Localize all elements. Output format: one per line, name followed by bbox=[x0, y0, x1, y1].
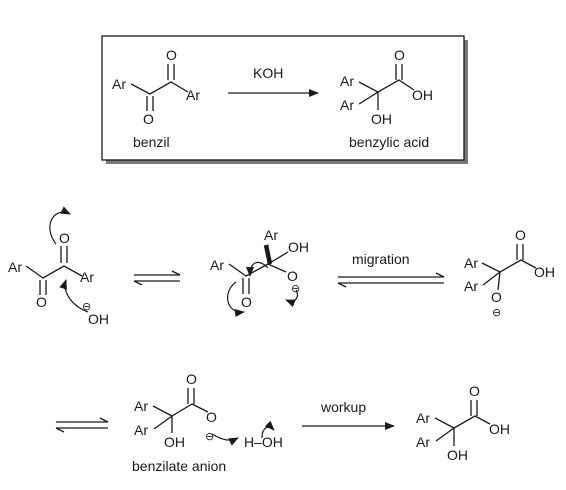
atom-ar: Ar bbox=[80, 269, 94, 285]
bond bbox=[152, 403, 209, 433]
final-benzylic-acid: Ar Ar O OH OH bbox=[416, 383, 510, 463]
bond bbox=[434, 415, 491, 446]
atom-o: O bbox=[491, 289, 502, 305]
atom-o: O bbox=[143, 111, 154, 127]
box-frame bbox=[101, 35, 465, 161]
curly-arrow-deprotonation bbox=[211, 433, 239, 446]
bond bbox=[481, 259, 537, 291]
atom-o: O bbox=[59, 230, 70, 246]
workup-label: workup bbox=[320, 399, 366, 415]
equilibrium-arrow bbox=[133, 270, 181, 286]
atom-o: O bbox=[287, 268, 298, 284]
atom-oh: OH bbox=[164, 434, 185, 450]
atom-ar: Ar bbox=[134, 398, 148, 414]
double-bond bbox=[39, 280, 47, 295]
negative-charge: ⊖ bbox=[82, 301, 91, 313]
curly-arrow-migration bbox=[246, 261, 269, 277]
atom-oh: OH bbox=[371, 111, 392, 127]
atom-ar: Ar bbox=[416, 434, 430, 450]
benzylic-acid-label: benzylic acid bbox=[349, 134, 429, 150]
benzilate-anion: Ar Ar O O ⊖ OH H–OH benzilate anion bbox=[132, 371, 283, 474]
atom-oh: OH bbox=[88, 311, 109, 327]
negative-charge: ⊖ bbox=[492, 307, 501, 319]
double-bond bbox=[395, 64, 403, 80]
wedge-bond bbox=[263, 244, 273, 265]
atom-oh: OH bbox=[412, 87, 433, 103]
atom-ar: Ar bbox=[112, 76, 126, 92]
atom-ar: Ar bbox=[134, 422, 148, 438]
curly-arrow-carbonyl bbox=[49, 206, 71, 245]
atom-o: O bbox=[186, 371, 197, 387]
atom-o: O bbox=[394, 47, 405, 63]
curly-arrow-attack bbox=[59, 279, 89, 313]
atom-ar: Ar bbox=[340, 97, 354, 113]
benzilate-anion-label: benzilate anion bbox=[132, 458, 226, 474]
benzil-with-hydroxide: Ar O Ar O ⊖ OH bbox=[8, 206, 109, 327]
curly-arrow-carbonyl bbox=[227, 281, 245, 317]
atom-o: O bbox=[469, 383, 480, 399]
atom-ar: Ar bbox=[416, 410, 430, 426]
bond bbox=[130, 81, 189, 95]
curly-arrow-reform bbox=[285, 289, 299, 308]
migration-label: migration bbox=[352, 251, 410, 267]
atom-ar: Ar bbox=[464, 255, 478, 271]
double-bond bbox=[516, 244, 524, 260]
atom-ar: Ar bbox=[210, 257, 224, 273]
water-molecule: H–OH bbox=[244, 434, 283, 450]
atom-ar: Ar bbox=[340, 73, 354, 89]
bond bbox=[25, 265, 83, 279]
atom-ar: Ar bbox=[264, 227, 278, 243]
double-bond bbox=[470, 400, 478, 416]
atom-o: O bbox=[36, 294, 47, 310]
benzil-label: benzil bbox=[133, 134, 170, 150]
atom-oh: OH bbox=[534, 264, 555, 280]
tetrahedral-intermediate: Ar Ar OH O ⊖ O bbox=[210, 227, 309, 317]
double-bond bbox=[60, 246, 68, 263]
bond bbox=[228, 251, 289, 277]
reagent-label: KOH bbox=[253, 65, 283, 81]
double-bond bbox=[242, 278, 250, 294]
atom-o: O bbox=[206, 409, 217, 425]
atom-o: O bbox=[241, 294, 252, 310]
atom-o: O bbox=[166, 47, 177, 63]
alkoxide-acid: Ar Ar O OH O ⊖ bbox=[464, 227, 555, 319]
atom-ar: Ar bbox=[186, 87, 200, 103]
double-bond bbox=[167, 64, 175, 80]
atom-ar: Ar bbox=[464, 278, 478, 294]
curly-arrow-bond bbox=[261, 420, 275, 439]
double-bond bbox=[146, 96, 154, 111]
negative-charge: ⊖ bbox=[205, 431, 214, 443]
double-bond bbox=[187, 388, 195, 404]
atom-oh: OH bbox=[288, 239, 309, 255]
atom-oh: OH bbox=[489, 421, 510, 437]
migration-equilibrium-arrow bbox=[337, 272, 445, 288]
benzil-structure: Ar O Ar O benzil bbox=[112, 47, 200, 150]
atom-o: O bbox=[515, 227, 526, 243]
atom-oh: OH bbox=[447, 447, 468, 463]
equilibrium-arrow bbox=[55, 417, 109, 433]
atom-ar: Ar bbox=[8, 259, 22, 275]
bond bbox=[358, 79, 415, 110]
negative-charge: ⊖ bbox=[291, 283, 300, 295]
benzylic-acid-structure: Ar Ar O OH OH benzylic acid bbox=[340, 47, 433, 150]
summary-box: Ar O Ar O benzil KOH Ar Ar O OH OH benzy… bbox=[101, 35, 468, 164]
